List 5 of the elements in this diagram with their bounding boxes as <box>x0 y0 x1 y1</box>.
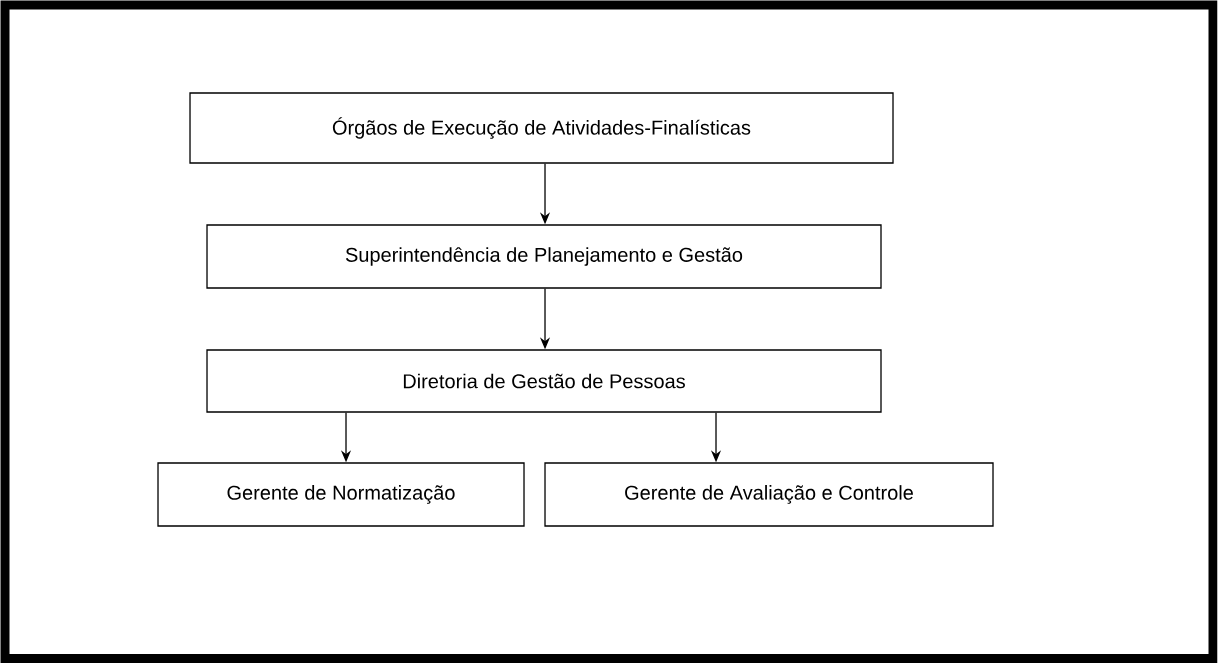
org-box: Gerente de Avaliação e Controle <box>544 462 994 527</box>
org-box: Diretoria de Gestão de Pessoas <box>206 349 882 413</box>
org-box: Gerente de Normatização <box>157 462 525 527</box>
org-box: Órgãos de Execução de Atividades-Finalísticas <box>189 92 894 164</box>
org-box: Superintendência de Planejamento e Gestão <box>206 224 882 289</box>
